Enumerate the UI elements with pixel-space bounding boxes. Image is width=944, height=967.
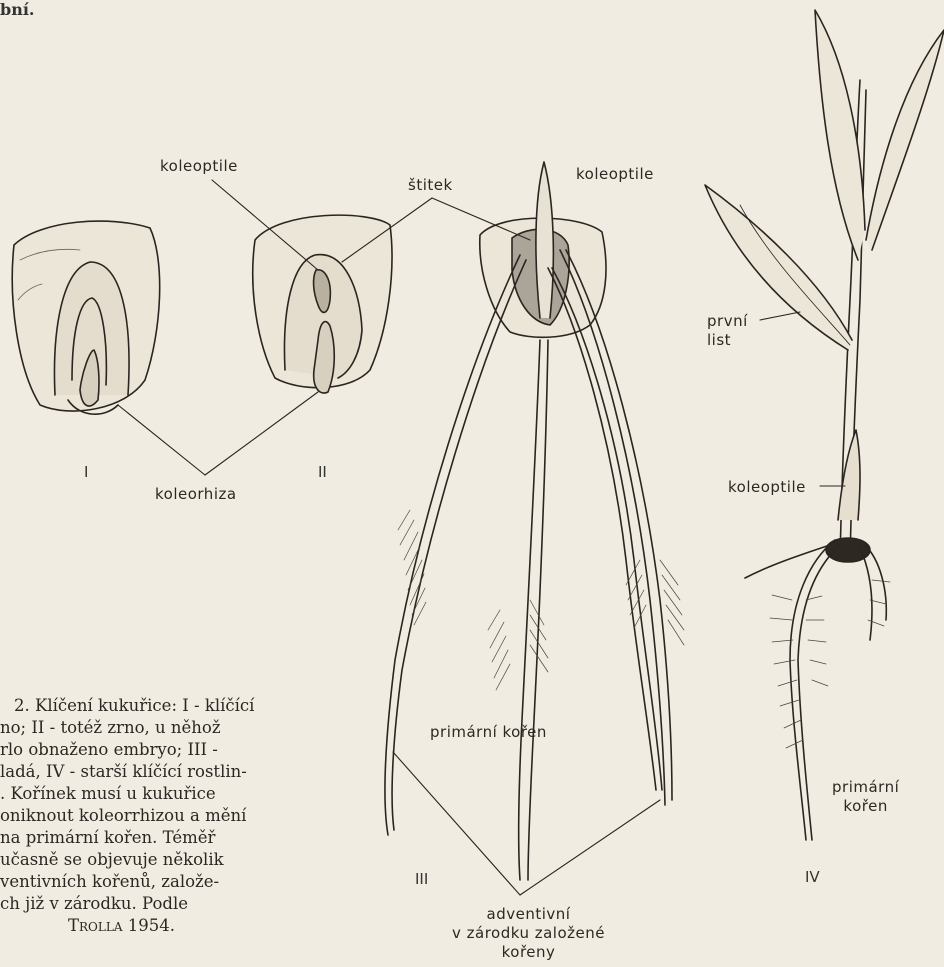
caption-line: . Kořínek musí u kukuřice [0, 783, 325, 805]
caption-line: rlo obnaženo embryo; III - [0, 739, 325, 761]
label-koleoptile-seedling-iv: koleoptile [728, 478, 806, 497]
caption-line: ch již v zárodku. Podle [0, 893, 325, 915]
label-adventivni-koreny: adventivní v zárodku založené kořeny [452, 905, 605, 961]
figure-caption: 2. Klíčení kukuřice: I - klíčící no; II … [0, 695, 325, 937]
label-primarni-koren-iv: primární kořen [832, 778, 899, 816]
numeral-iv: IV [805, 868, 820, 886]
label-primarni-koren-iii: primární kořen [430, 723, 547, 742]
numeral-i: I [84, 463, 88, 481]
numeral-iii: III [415, 870, 428, 888]
label-koleoptile-kernel-ii: koleoptile [160, 157, 238, 176]
label-stitek: štitek [408, 176, 453, 195]
caption-line: ventivních kořenů, založe- [0, 871, 325, 893]
caption-line: oniknout koleorrhizou a mění [0, 805, 325, 827]
label-prvni-list: první list [707, 312, 748, 350]
seedling-iv-drawing [705, 10, 944, 840]
caption-line: ladá, IV - starší klíčící rostlin- [0, 761, 325, 783]
caption-line: učasně se objevuje několik [0, 849, 325, 871]
numeral-ii: II [318, 463, 327, 481]
caption-line: no; II - totéž zrno, u něhož [0, 717, 325, 739]
caption-line: 2. Klíčení kukuřice: I - klíčící [0, 695, 325, 717]
seedling-iii-drawing [385, 162, 684, 880]
label-koleorhiza: koleorhiza [155, 485, 237, 504]
kernel-i-drawing [12, 221, 159, 414]
caption-line: na primární kořen. Téměř [0, 827, 325, 849]
label-koleoptile-seedling-iii: koleoptile [576, 165, 654, 184]
caption-source: Trolla 1954. [0, 915, 325, 937]
